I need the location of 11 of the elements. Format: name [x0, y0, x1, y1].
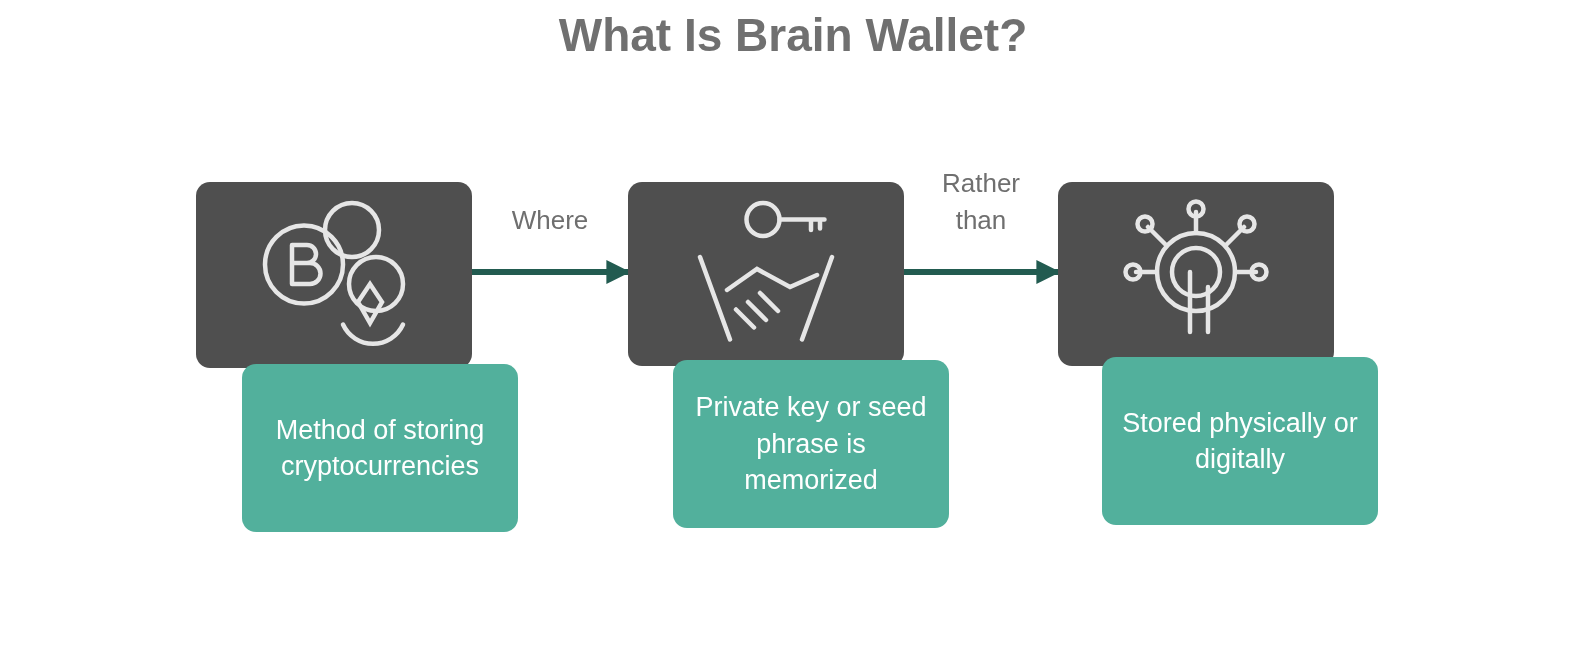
arrow	[904, 260, 1061, 284]
icon-card	[628, 182, 904, 366]
arrow	[472, 260, 631, 284]
title: What Is Brain Wallet?	[557, 8, 1029, 62]
text-box: Stored physically or digitally	[1102, 357, 1378, 525]
icon-card	[1058, 182, 1334, 366]
edge-label: Where	[510, 204, 590, 238]
icon-card	[196, 182, 472, 368]
edge-label: Rather than	[940, 166, 1021, 238]
text-box: Private key or seed phrase is memorized	[673, 360, 949, 528]
text-box: Method of storing cryptocurrencies	[242, 364, 518, 532]
